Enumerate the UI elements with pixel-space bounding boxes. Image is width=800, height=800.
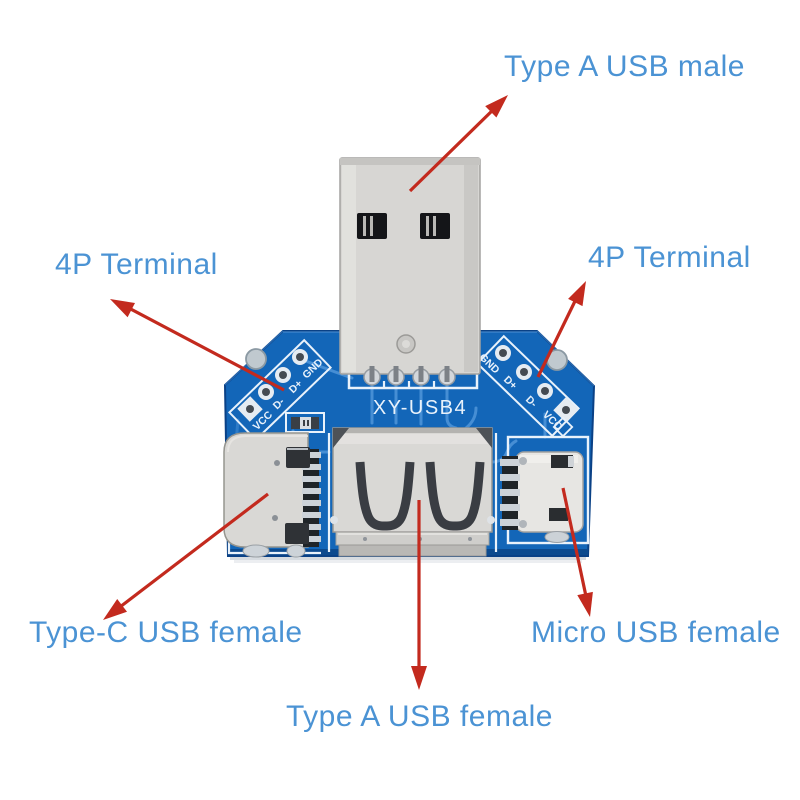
label-4p-terminal-right: 4P Terminal <box>588 241 751 274</box>
annotation-arrows <box>103 95 593 690</box>
mounting-hole-left <box>245 348 267 370</box>
label-type-c-usb-female: Type-C USB female <box>29 616 303 649</box>
board-model-text: XY-USB4 <box>373 397 467 419</box>
arrow-terminal-left <box>110 299 285 392</box>
label-type-a-usb-male: Type A USB male <box>504 50 745 83</box>
micro-usb-pins <box>500 459 520 526</box>
type-c-connector <box>223 432 321 558</box>
arrow-type-a-female <box>411 500 427 690</box>
label-type-a-usb-female: Type A USB female <box>286 700 553 733</box>
arrow-terminal-right <box>536 281 586 378</box>
usb-a-male-connector <box>339 157 481 386</box>
arrow-micro-usb-female <box>561 487 593 617</box>
arrow-type-a-male <box>408 95 508 193</box>
usb-a-female-connector <box>330 427 495 557</box>
diamond-silk-mark <box>552 416 574 438</box>
label-4p-terminal-left: 4P Terminal <box>55 248 218 281</box>
micro-usb-connector <box>500 451 584 543</box>
male-solder-pins <box>363 366 456 386</box>
label-micro-usb-female: Micro USB female <box>531 616 781 649</box>
retention-spring <box>355 461 415 531</box>
arrow-type-c-female <box>103 492 269 620</box>
board-shadow <box>230 556 586 563</box>
retention-spring <box>425 461 485 531</box>
type-c-pins <box>302 452 321 542</box>
resistor-component <box>285 412 325 433</box>
